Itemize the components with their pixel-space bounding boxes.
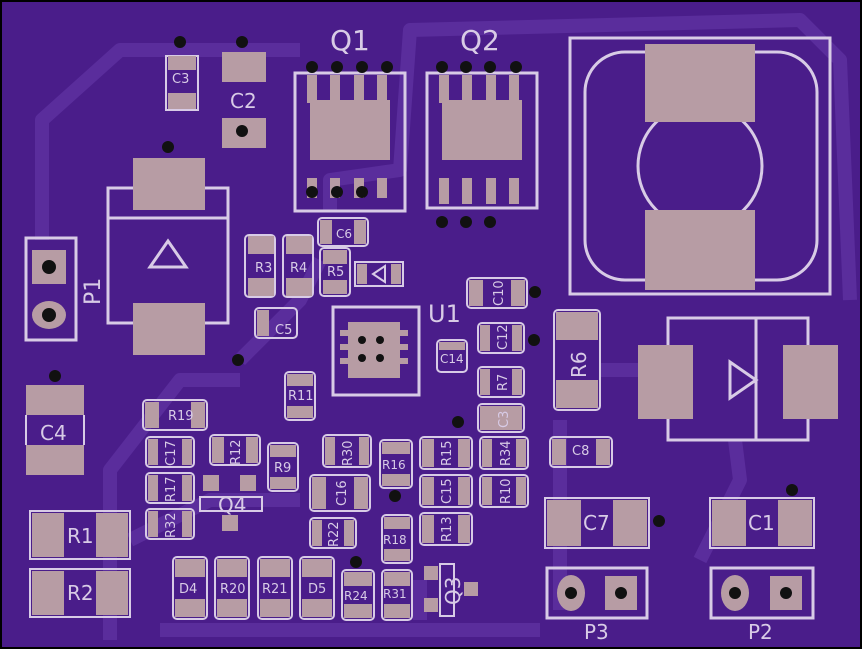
r6-resistor: R6 (553, 309, 601, 411)
p1-label: P1 (81, 278, 106, 305)
r22-label: R22 (327, 521, 342, 547)
c4-capacitor: C4 (25, 370, 85, 475)
u1-ic: U1 (331, 300, 461, 397)
bottom-row: D4 R20 R21 D5 R24 R31 Q3 (172, 556, 478, 621)
c7-label: C7 (583, 511, 610, 535)
c8-capacitor: C8 (549, 436, 613, 468)
r21-label: R21 (262, 582, 288, 597)
c6-label: C6 (336, 227, 352, 241)
r24-label: R24 (344, 589, 368, 603)
r4-label: R4 (290, 261, 307, 276)
p3-label: P3 (584, 620, 609, 644)
p2-connector: P2 (709, 566, 815, 644)
d5-label: D5 (308, 582, 326, 597)
c12-label: C12 (496, 324, 511, 350)
c3-label: C3 (172, 72, 189, 87)
c15-label: C15 (440, 478, 455, 504)
r5-label: R5 (327, 265, 344, 280)
r7-c3b: R7 C3 (452, 366, 525, 433)
r2-label: R2 (67, 581, 94, 605)
c10-label: C10 (492, 280, 507, 306)
r16-label: R16 (382, 458, 406, 472)
q2-mosfet: Q2 (425, 24, 539, 228)
r17-label: R17 (164, 476, 179, 502)
r30-label: R30 (341, 440, 356, 466)
r20-label: R20 (220, 582, 246, 597)
c17-label: C17 (164, 440, 179, 466)
q1-mosfet: Q1 (293, 24, 407, 213)
inductor (568, 36, 832, 296)
c7-c1: C7 C1 (544, 484, 815, 549)
q3-label: Q3 (441, 577, 465, 605)
middle-passives: R30 R16 C16 R22 R18 R15 C15 R13 R34 R10 (309, 434, 529, 564)
r1-label: R1 (67, 524, 94, 548)
r12-label: R12 (229, 439, 244, 465)
p2-label: P2 (748, 620, 773, 644)
c5-capacitor: C5 (232, 307, 298, 366)
q1-label: Q1 (330, 24, 370, 57)
r13-label: R13 (440, 516, 455, 542)
c2-capacitor: C2 (222, 36, 266, 148)
lower-left-passives: R19 C17 R17 R32 R12 R9 Q4 (142, 399, 299, 540)
u1-label: U1 (428, 300, 461, 328)
c1-label: C1 (748, 511, 775, 535)
r32-label: R32 (164, 512, 179, 538)
r19-label: R19 (168, 409, 194, 424)
r34-label: R34 (499, 440, 514, 466)
c16-label: C16 (335, 480, 350, 506)
r18-label: R18 (383, 533, 407, 547)
passives-right-of-u1: C10 C12 C14 (436, 277, 541, 373)
c2-label: C2 (230, 89, 257, 113)
r1-r2: R1 R2 (29, 510, 131, 618)
c8-label: C8 (572, 444, 589, 459)
c14-label: C14 (440, 352, 464, 366)
r10-label: R10 (499, 478, 514, 504)
r11-resistor: R11 (284, 371, 316, 421)
r6-label: R6 (567, 351, 591, 378)
r9-label: R9 (274, 461, 291, 476)
c3-capacitor: C3 (165, 36, 199, 111)
c5-label: C5 (275, 323, 292, 338)
c4-label: C4 (40, 421, 67, 445)
diode-right (638, 316, 838, 442)
q2-label: Q2 (460, 24, 500, 57)
p3-connector: P3 (545, 566, 649, 644)
d4-label: D4 (179, 582, 197, 597)
q4-label: Q4 (218, 493, 246, 517)
small-passives-upper: R3 R4 R5 C6 (244, 217, 404, 298)
p1-connector: P1 (24, 236, 106, 342)
r31-label: R31 (383, 587, 407, 601)
r15-label: R15 (440, 440, 455, 466)
r3-label: R3 (255, 261, 272, 276)
r11-label: R11 (288, 389, 314, 404)
diode-left (106, 141, 230, 355)
r7-label: R7 (496, 374, 511, 391)
c3b-label: C3 (497, 411, 512, 428)
